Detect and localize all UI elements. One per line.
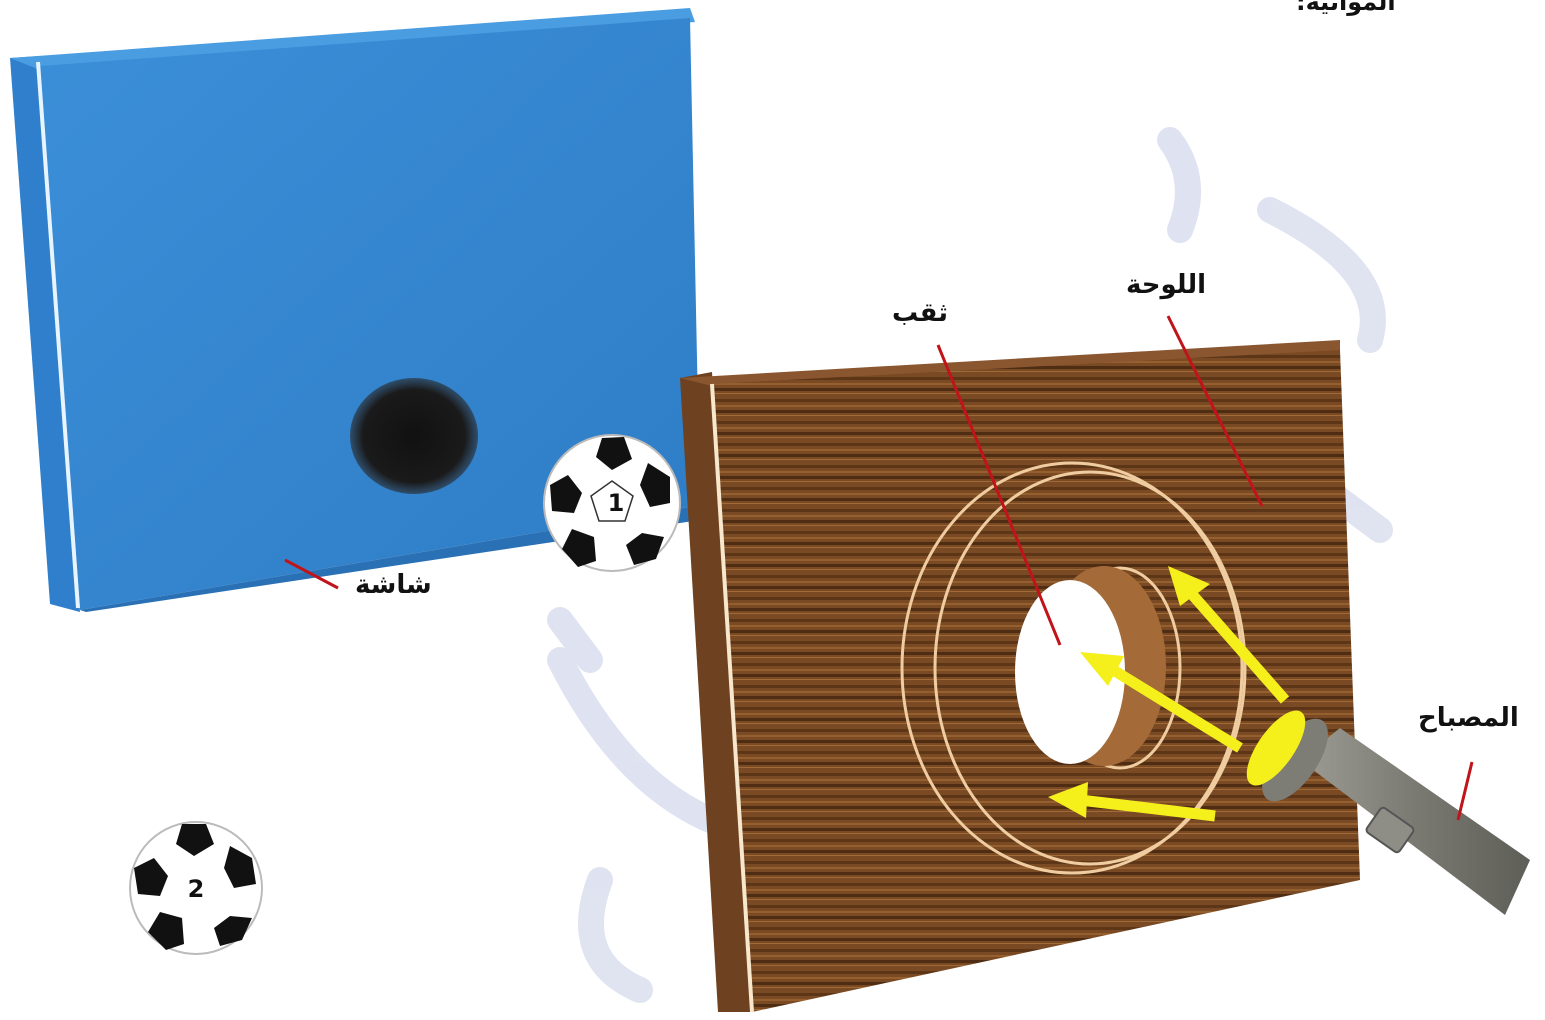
lamp-pointer (1458, 762, 1472, 820)
soccer-ball-2: 2 (130, 822, 262, 954)
ball-number-1: 1 (608, 489, 625, 517)
top-partial-label: المواتية: (1296, 0, 1396, 16)
lamp-label: المصباح (1418, 703, 1519, 733)
board-label: اللوحة (1126, 270, 1206, 300)
shadow-spot (350, 378, 478, 494)
hole-label: ثقب (892, 298, 948, 328)
ball-number-2: 2 (188, 875, 205, 903)
screen-label: شاشة (355, 570, 432, 600)
soccer-ball-1: 1 (544, 435, 680, 571)
